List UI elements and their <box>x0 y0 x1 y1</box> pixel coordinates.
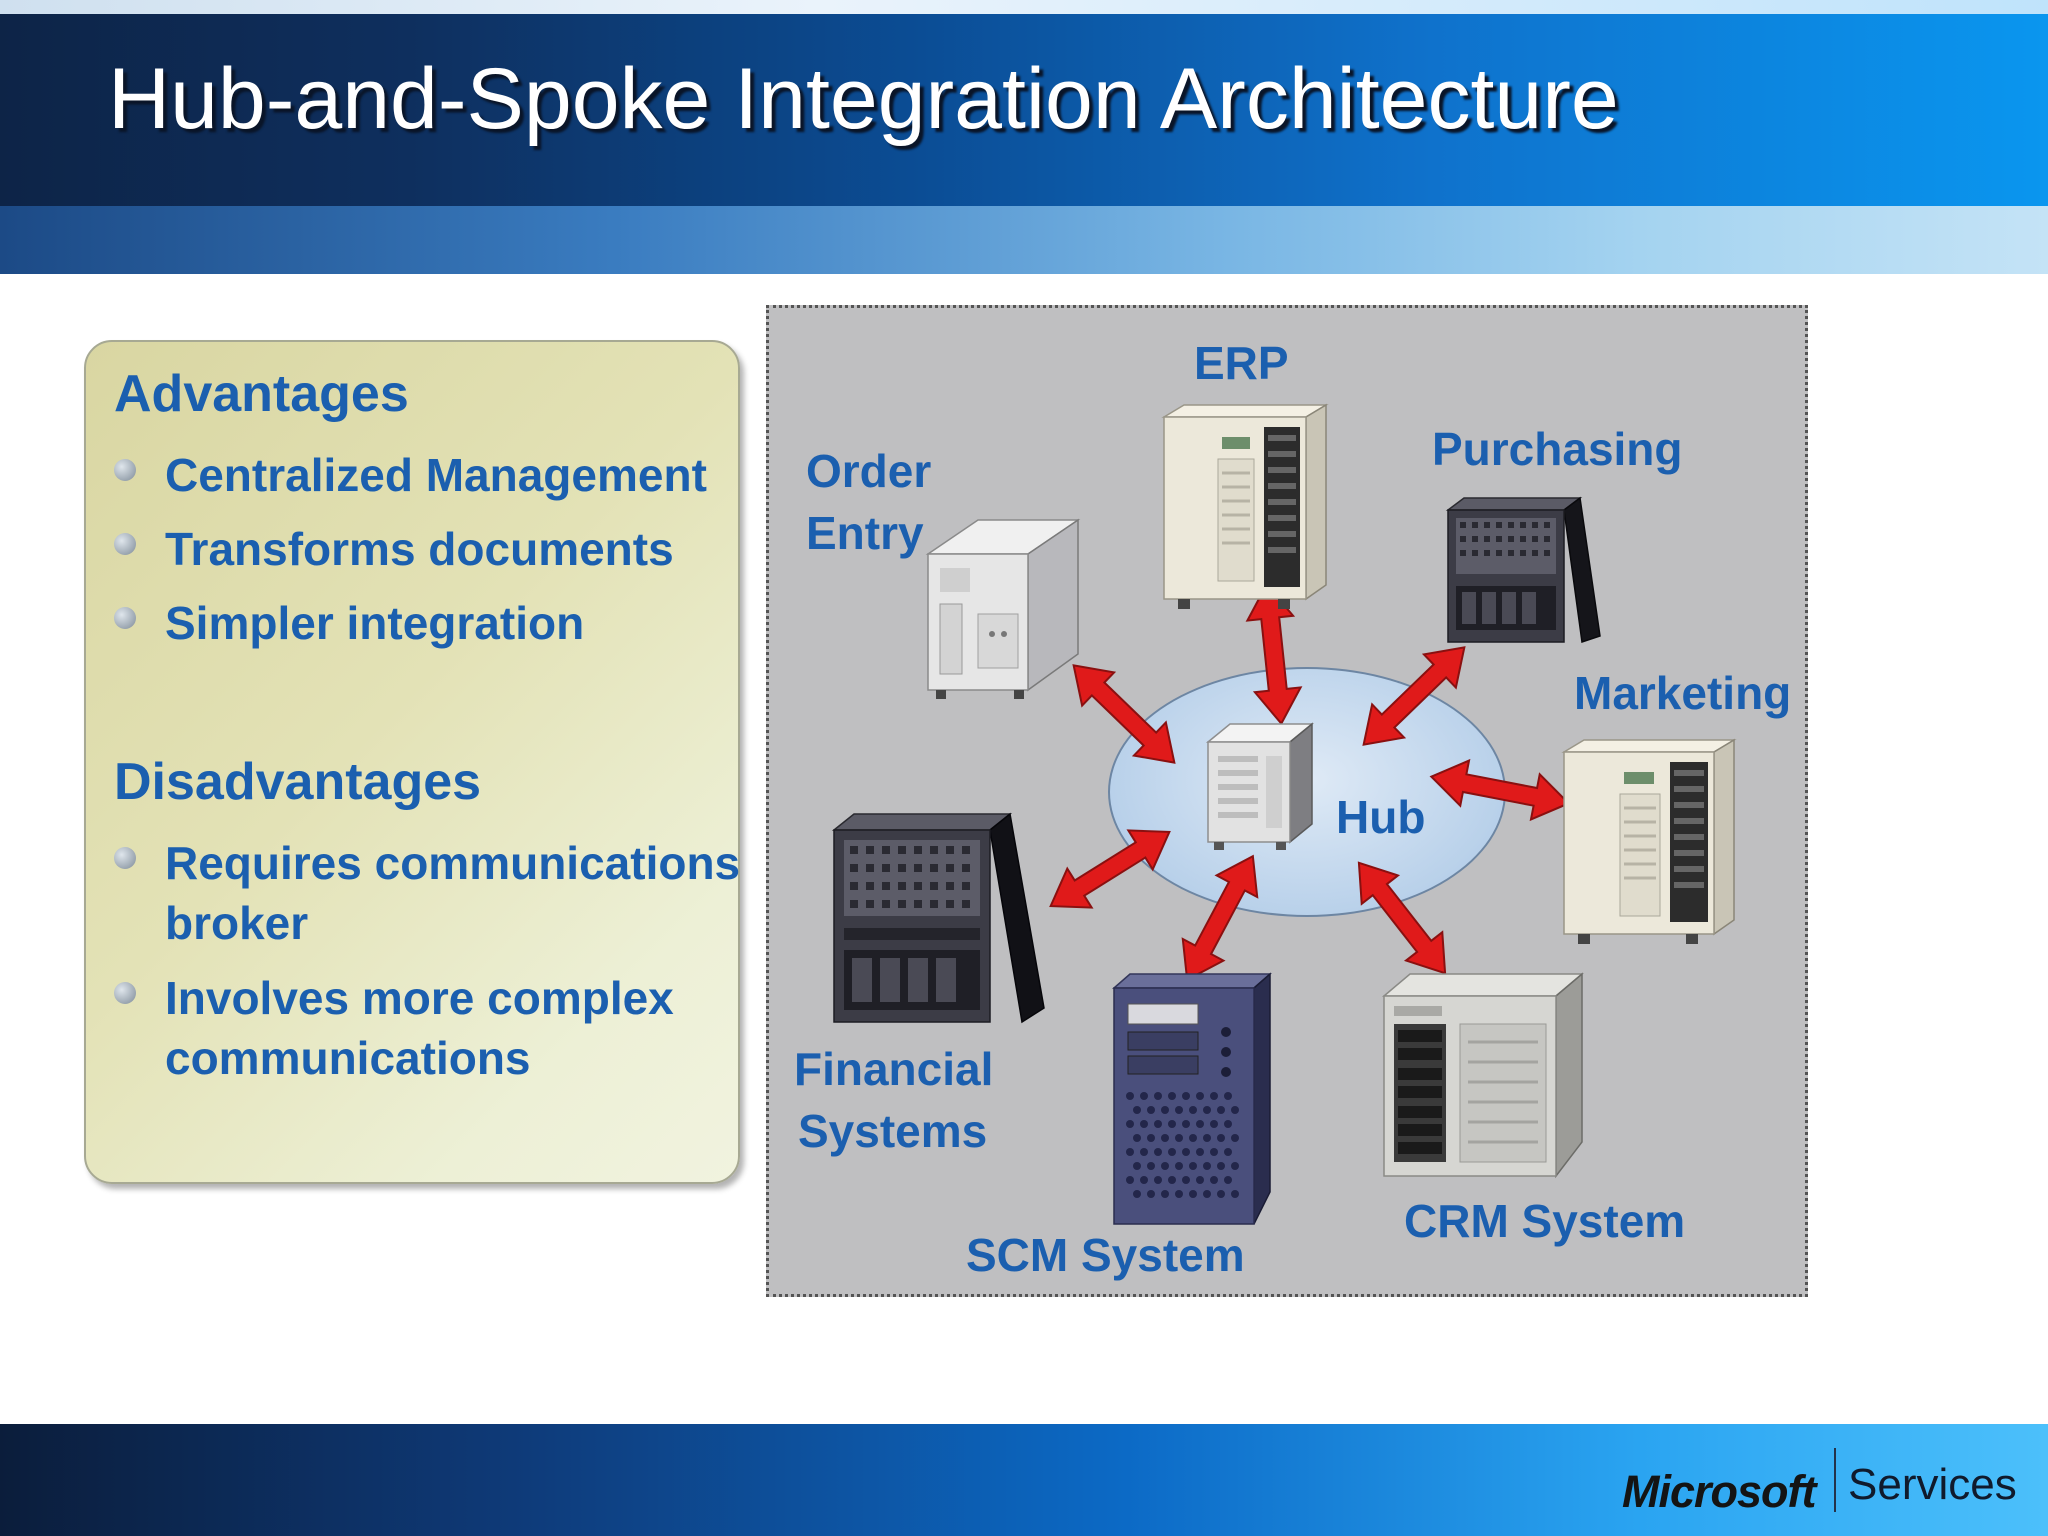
advantage-item: Centralized Management <box>165 449 707 501</box>
header-top-stripe <box>0 0 2048 14</box>
node-label-financial: Financial <box>794 1043 994 1095</box>
slide-title: Hub-and-Spoke Integration Architecture <box>108 51 1619 147</box>
node-label-scm: SCM System <box>966 1229 1245 1281</box>
hub-label: Hub <box>1336 791 1426 843</box>
services-label: Services <box>1848 1460 2017 1509</box>
node-label-order-entry: Order <box>806 445 932 497</box>
node-label-crm: CRM System <box>1404 1195 1686 1247</box>
disadvantage-item-line2: broker <box>165 897 309 949</box>
logo-divider <box>1834 1448 1836 1512</box>
microsoft-logo: Microsoft <box>1622 1466 1816 1517</box>
node-label-purchasing: Purchasing <box>1432 423 1683 475</box>
disadvantage-item-line1: Involves more complex <box>165 972 674 1024</box>
slide-footer <box>0 1424 2048 1536</box>
node-label-order-entry: Entry <box>806 507 924 559</box>
header-band <box>0 14 2048 206</box>
bullet-icon <box>114 533 136 555</box>
crm-server-icon <box>1381 972 1585 1179</box>
erp-server-icon <box>1161 403 1329 609</box>
advantage-item: Transforms documents <box>165 523 674 575</box>
slide-header <box>0 0 2048 274</box>
bullet-icon <box>114 982 136 1004</box>
bullet-icon <box>114 607 136 629</box>
node-label-erp: ERP <box>1194 337 1289 389</box>
advantages-heading: Advantages <box>114 365 409 423</box>
bullet-icon <box>114 847 136 869</box>
order-entry-server-icon <box>925 518 1081 699</box>
disadvantage-item-line2: communications <box>165 1032 531 1084</box>
node-label-marketing: Marketing <box>1574 667 1792 719</box>
scm-server-icon <box>1112 972 1272 1225</box>
disadvantage-item-line1: Requires communications <box>165 837 741 889</box>
hub-server-icon <box>1205 722 1314 850</box>
pros-cons-panel <box>84 340 740 1184</box>
node-label-financial: Systems <box>798 1105 988 1157</box>
purchasing-server-icon <box>1445 496 1601 643</box>
advantage-item: Simpler integration <box>165 597 585 649</box>
bullet-icon <box>114 459 136 481</box>
marketing-server-icon <box>1561 738 1737 944</box>
financial-server-icon <box>831 812 1045 1024</box>
disadvantages-heading: Disadvantages <box>114 753 482 811</box>
header-lower-band <box>0 206 2048 274</box>
